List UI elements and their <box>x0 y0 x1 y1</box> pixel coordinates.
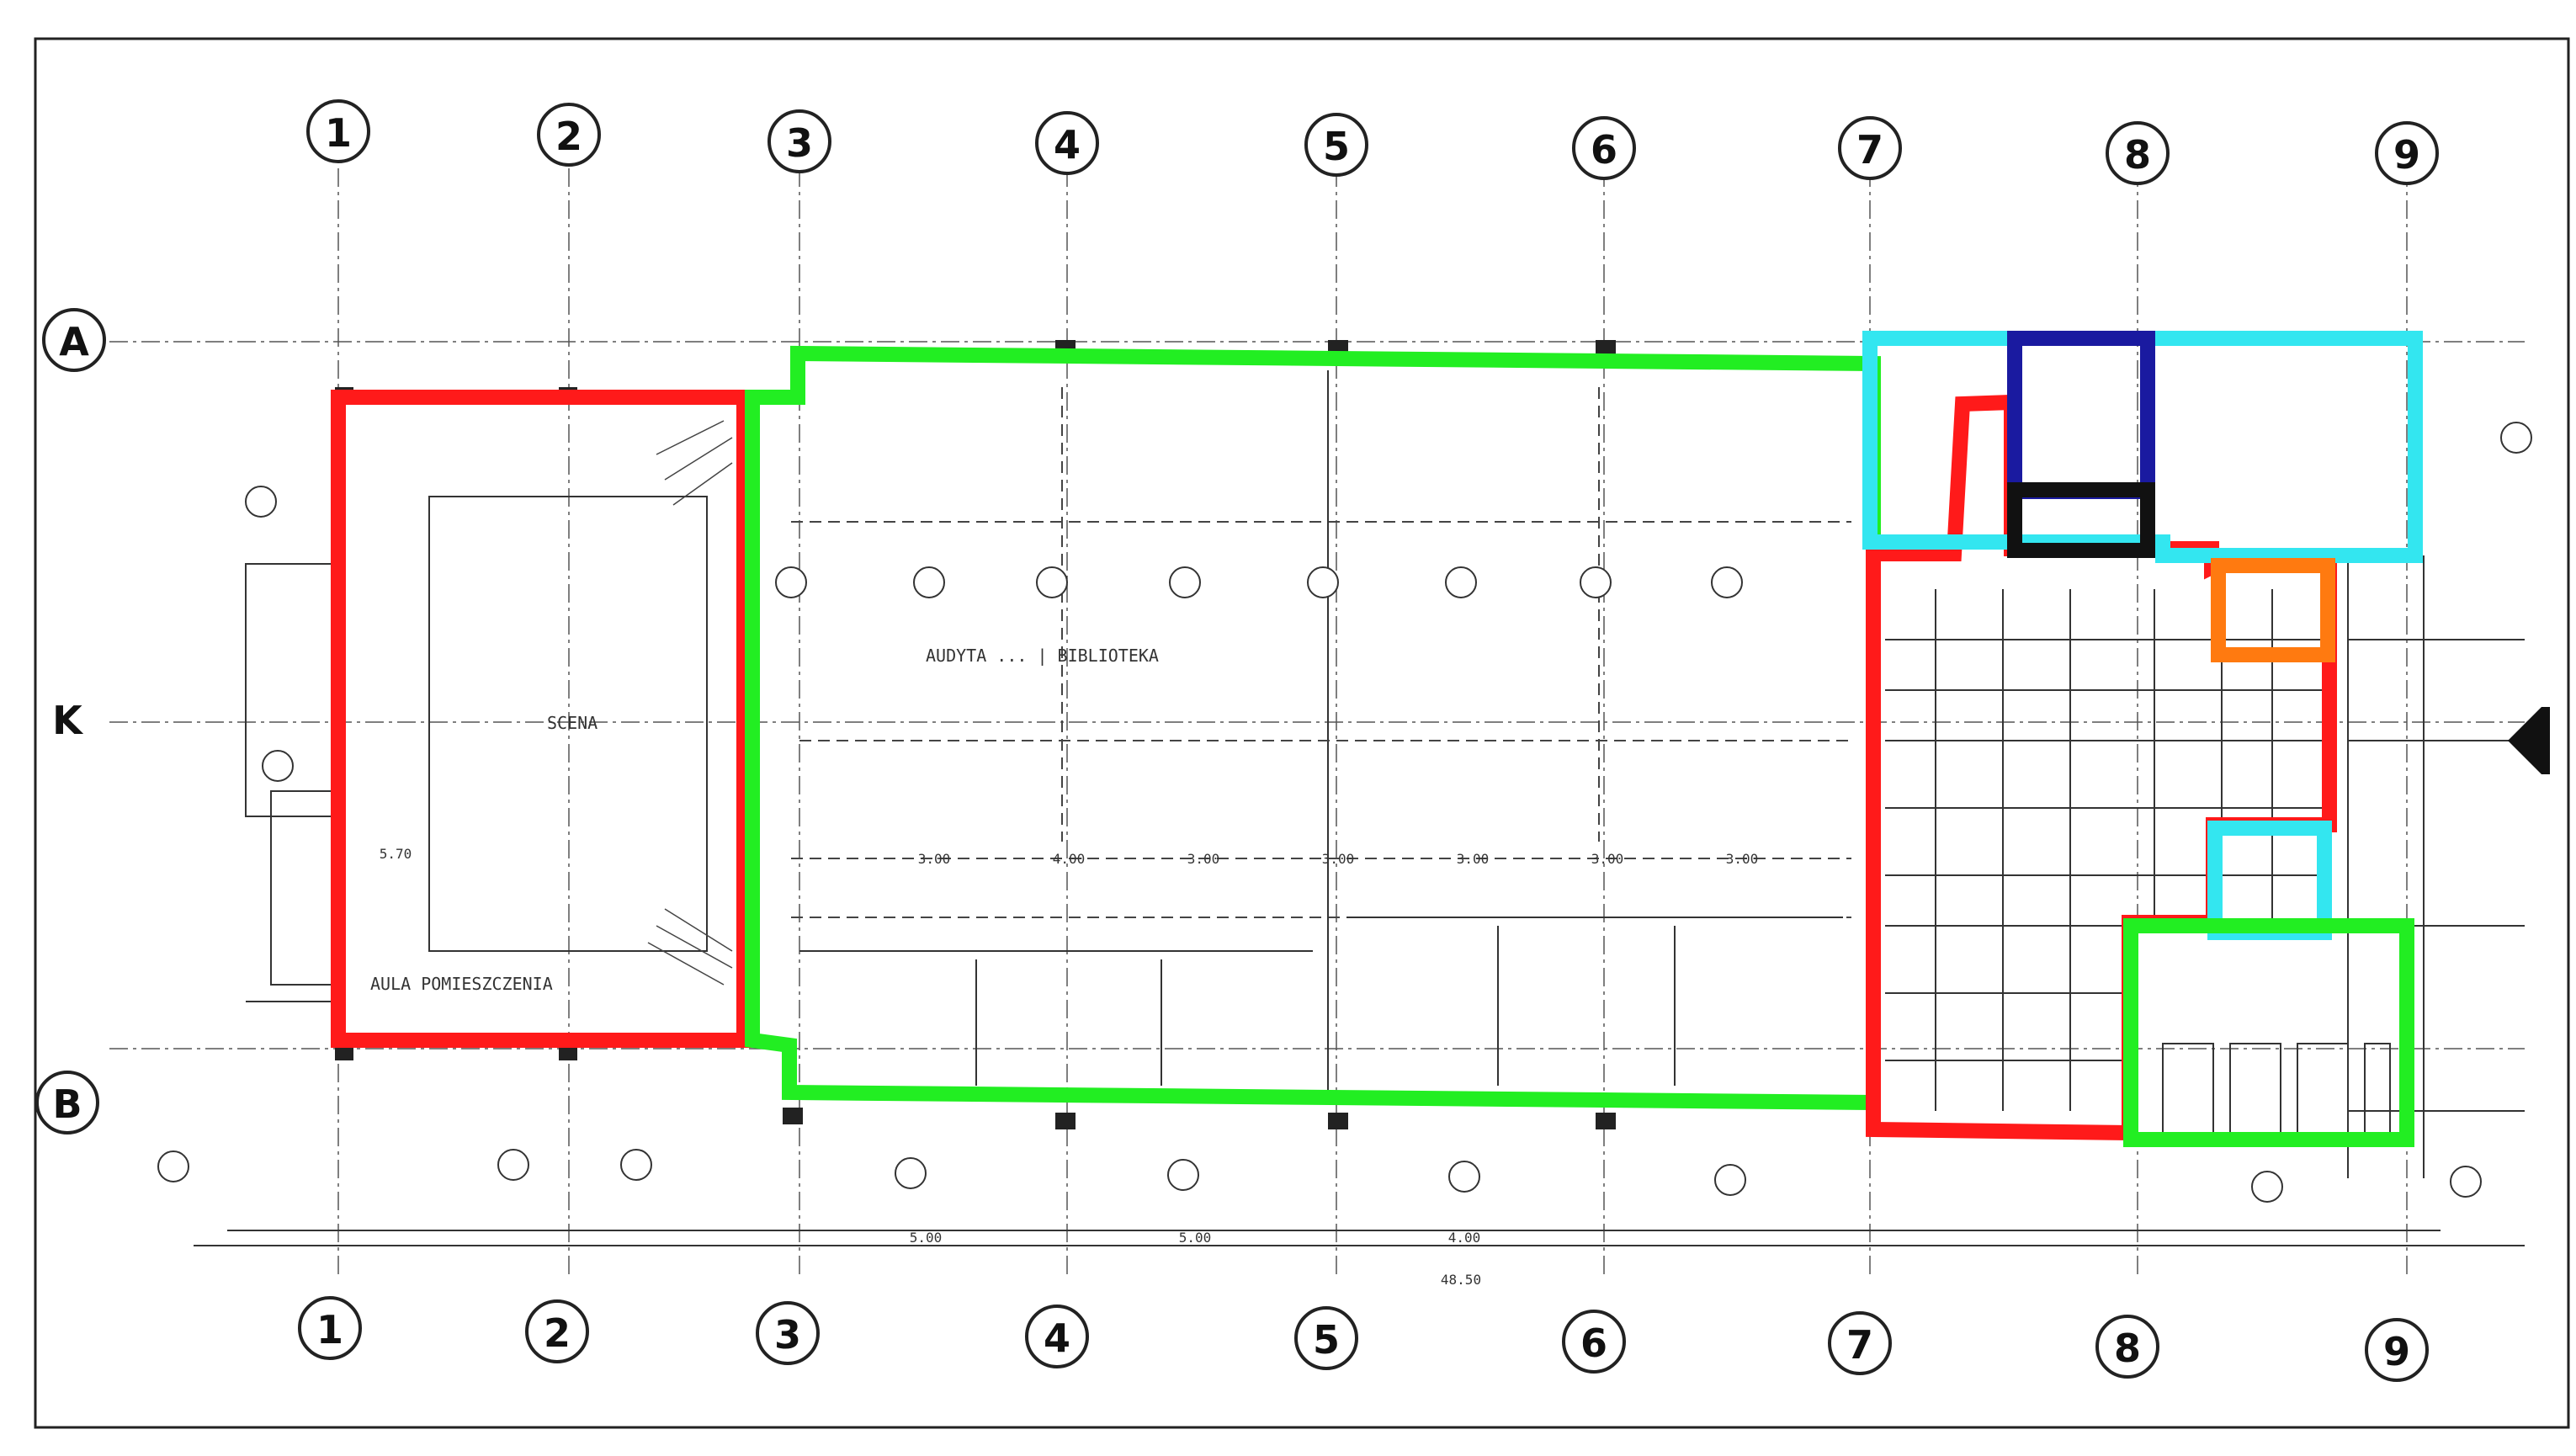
axis-marker-bottom-1: 1 <box>298 1296 362 1360</box>
svg-text:6: 6 <box>1580 1320 1607 1366</box>
axis-marker-bottom-3: 3 <box>756 1301 820 1365</box>
main-hall-label: AUDYTA ... | BIBLIOTEKA <box>926 646 1159 666</box>
svg-text:7: 7 <box>1856 127 1883 173</box>
axis-marker-top-9: 9 <box>2375 121 2439 185</box>
dimension-line-bottom <box>194 1230 2525 1246</box>
right-wing-interior <box>1885 555 2525 1178</box>
zone-green-hall <box>745 345 1881 1111</box>
svg-text:1: 1 <box>325 110 352 156</box>
axis-marker-row-B: B <box>35 1071 99 1135</box>
axis-marker-bottom-4: 4 <box>1025 1305 1089 1368</box>
svg-text:3: 3 <box>774 1312 801 1358</box>
svg-text:7: 7 <box>1846 1322 1873 1368</box>
dim-label: 4.00 <box>1053 851 1086 867</box>
left-annex <box>245 563 339 1002</box>
dim-label: 3.00 <box>1726 851 1759 867</box>
axis-marker-bottom-6: 6 <box>1562 1310 1626 1374</box>
reference-markers <box>157 422 2532 1203</box>
axis-marker-bottom-5: 5 <box>1294 1306 1358 1370</box>
svg-text:4: 4 <box>1054 122 1081 167</box>
axis-marker-bottom-9: 9 <box>2365 1318 2429 1382</box>
zone-cyan-top <box>1862 331 2423 563</box>
axis-marker-bottom-7: 7 <box>1828 1311 1892 1375</box>
row-axis-markers: A K B <box>35 308 106 1135</box>
axis-marker-top-7: 7 <box>1838 116 1902 180</box>
left-room-label: SCENA <box>547 713 598 733</box>
svg-text:K: K <box>52 698 84 743</box>
sheet-border <box>34 37 2570 1429</box>
zone-orange <box>2211 558 2335 662</box>
dim-label: 4.00 <box>1448 1230 1481 1246</box>
zone-red-left <box>331 390 752 1048</box>
hall-interior-lines <box>791 370 1851 1094</box>
dim-label: 3.00 <box>1591 851 1624 867</box>
column-axis-bottom: 1 2 3 4 5 6 7 8 9 <box>298 1296 2429 1382</box>
zone-navy <box>2007 331 2155 499</box>
svg-text:9: 9 <box>2383 1329 2410 1374</box>
dim-label: 48.50 <box>1441 1272 1481 1288</box>
dim-label: 3.00 <box>918 851 951 867</box>
column-axis-top: 1 2 3 4 5 6 7 8 9 <box>306 99 2439 185</box>
dim-label: 3.00 <box>1187 851 1220 867</box>
toilet-stalls <box>2162 1043 2391 1137</box>
dim-label: 5.70 <box>380 846 412 862</box>
svg-text:2: 2 <box>555 114 582 159</box>
dim-label: 3.00 <box>1457 851 1490 867</box>
axis-marker-bottom-2: 2 <box>525 1299 589 1363</box>
dim-label: 3.00 <box>1322 851 1355 867</box>
svg-text:3: 3 <box>786 120 813 166</box>
svg-text:6: 6 <box>1591 127 1617 173</box>
axis-marker-top-5: 5 <box>1304 113 1368 177</box>
svg-text:2: 2 <box>544 1310 571 1356</box>
zone-green-toilets <box>2123 918 2414 1147</box>
zone-red-right <box>1866 394 2337 1141</box>
svg-text:A: A <box>59 319 89 364</box>
axis-marker-top-4: 4 <box>1035 111 1099 175</box>
axis-marker-row-A: A <box>42 308 106 372</box>
svg-text:4: 4 <box>1044 1315 1070 1361</box>
svg-text:8: 8 <box>2124 132 2151 178</box>
svg-text:9: 9 <box>2393 132 2420 178</box>
row-grid-lines <box>109 341 2525 1049</box>
svg-text:8: 8 <box>2114 1326 2141 1371</box>
left-bottom-label: AULA POMIESZCZENIA <box>370 974 553 994</box>
svg-text:5: 5 <box>1323 124 1350 169</box>
svg-text:5: 5 <box>1313 1317 1340 1363</box>
left-room-interior <box>428 420 733 986</box>
axis-marker-top-3: 3 <box>767 109 831 173</box>
axis-marker-row-K: K <box>52 698 84 743</box>
axis-marker-top-6: 6 <box>1572 116 1636 180</box>
zone-outlines <box>331 331 2423 1147</box>
svg-text:1: 1 <box>316 1307 343 1352</box>
zone-cyan-small <box>2207 821 2332 940</box>
axis-marker-top-1: 1 <box>306 99 370 163</box>
svg-text:B: B <box>52 1081 82 1127</box>
axis-marker-bottom-8: 8 <box>2095 1315 2159 1379</box>
axis-marker-top-8: 8 <box>2106 121 2170 185</box>
entrance-arrow-icon <box>2508 707 2550 774</box>
dim-label: 5.00 <box>1179 1230 1212 1246</box>
dim-label: 5.00 <box>910 1230 943 1246</box>
axis-marker-top-2: 2 <box>537 103 601 167</box>
zone-black <box>2007 482 2155 558</box>
dimension-labels: 5.70 3.00 4.00 3.00 3.00 3.00 3.00 3.00 … <box>380 846 1759 1288</box>
